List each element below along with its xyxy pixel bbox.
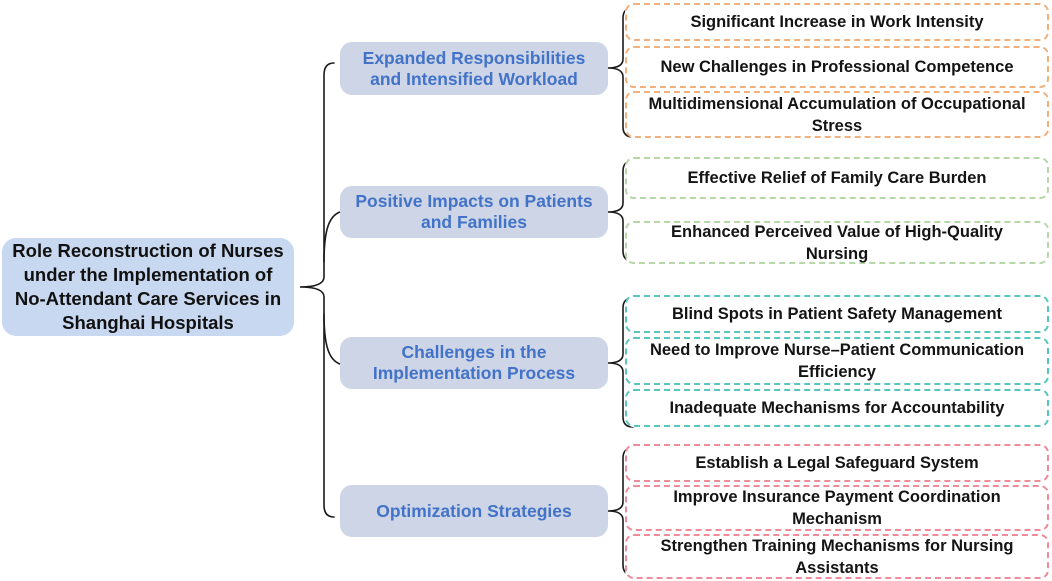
leaf-node: Enhanced Perceived Value of High-Quality… [625, 221, 1049, 264]
leaf-node: Need to Improve Nurse–Patient Communicat… [625, 337, 1049, 385]
leaf-node: Strengthen Training Mechanisms for Nursi… [625, 534, 1049, 579]
leaf-node: Blind Spots in Patient Safety Management [625, 295, 1049, 333]
root-node: Role Reconstruction of Nurses under the … [2, 238, 294, 336]
category-node-positive-impacts: Positive Impacts on Patients and Familie… [340, 186, 608, 238]
leaf-node: Multidimensional Accumulation of Occupat… [625, 91, 1049, 138]
branch-curve-cat3 [323, 313, 341, 365]
leaf-node: Inadequate Mechanisms for Accountability [625, 389, 1049, 427]
main-brace [299, 62, 335, 518]
leaf-node: Improve Insurance Payment Coordination M… [625, 485, 1049, 531]
category-node-expanded-responsibilities: Expanded Responsibilities and Intensifie… [340, 42, 608, 95]
category-node-optimization-strategies: Optimization Strategies [340, 485, 608, 537]
category-node-implementation-challenges: Challenges in the Implementation Process [340, 337, 608, 389]
leaf-node: New Challenges in Professional Competenc… [625, 46, 1049, 88]
leaf-node: Significant Increase in Work Intensity [625, 3, 1049, 41]
leaf-node: Effective Relief of Family Care Burden [625, 157, 1049, 199]
branch-curve-cat2 [323, 211, 341, 263]
leaf-node: Establish a Legal Safeguard System [625, 444, 1049, 482]
